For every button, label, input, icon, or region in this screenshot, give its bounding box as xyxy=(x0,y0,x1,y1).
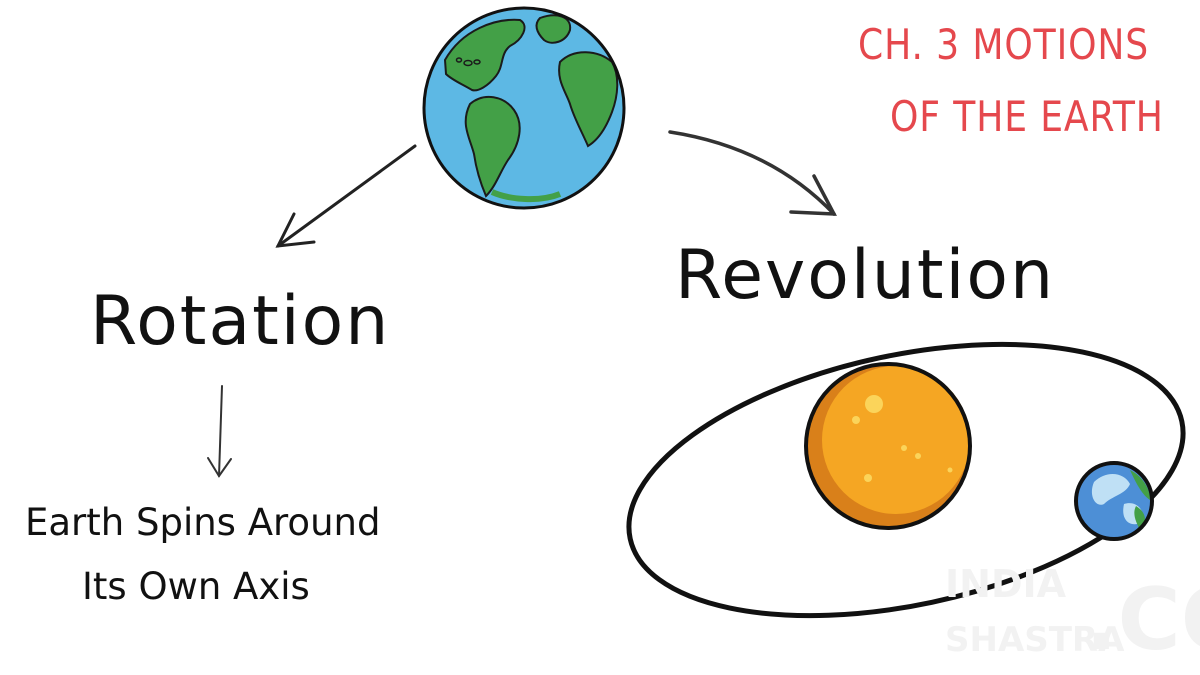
arrow-down xyxy=(207,385,232,478)
arrow-to-revolution xyxy=(668,130,837,216)
chapter-title-line-1: CH. 3 MOTIONS xyxy=(858,20,1150,69)
rotation-description-line-2: Its Own Axis xyxy=(82,565,310,608)
watermark-text-3: .CO xyxy=(1085,570,1200,670)
rotation-label: Rotation xyxy=(90,282,391,361)
orbit-path xyxy=(626,341,1186,619)
revolution-label: Revolution xyxy=(675,236,1056,315)
sun-icon xyxy=(804,362,972,530)
earth-globe-icon xyxy=(422,6,626,210)
watermark: INDIA SHASTRA .CO xyxy=(945,560,1200,675)
arrow-to-rotation xyxy=(275,144,417,248)
watermark-text-1: INDIA xyxy=(945,562,1067,606)
small-earth-icon xyxy=(1074,461,1154,541)
rotation-description-line-1: Earth Spins Around xyxy=(25,501,381,544)
watermark-text-2: SHASTRA xyxy=(945,620,1125,660)
chapter-title-line-2: OF THE EARTH xyxy=(890,92,1164,141)
